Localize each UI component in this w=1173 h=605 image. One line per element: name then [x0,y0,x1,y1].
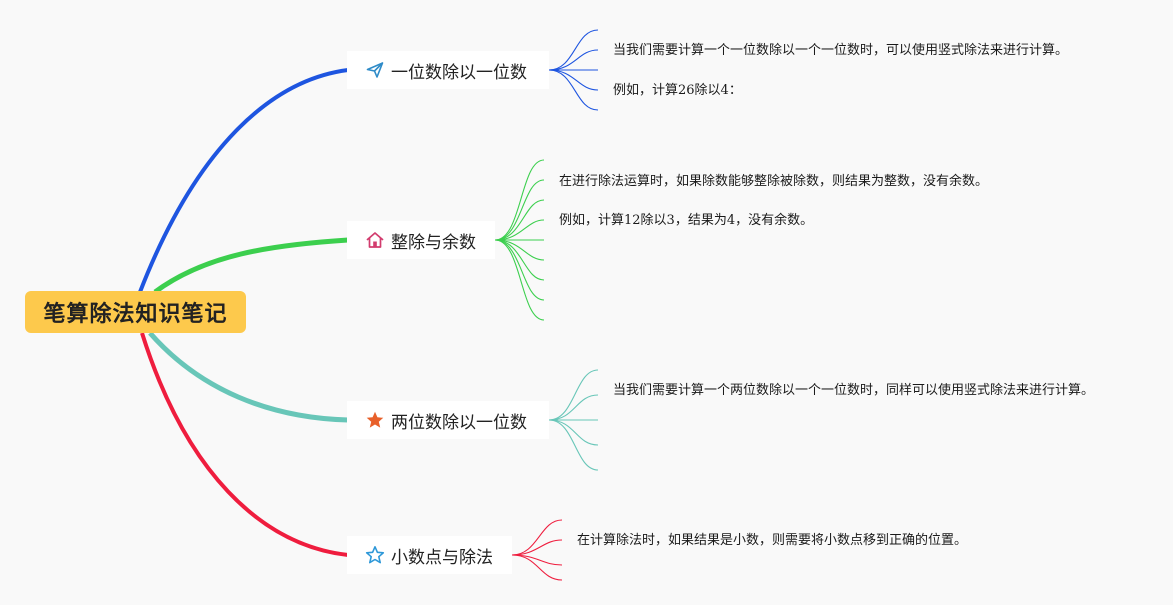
fan-lines-2 [494,159,545,321]
topic-label: 整除与余数 [391,232,476,253]
branch-line-2 [153,237,349,295]
branch-line-1 [138,68,349,293]
topic-label: 两位数除以一位数 [391,412,527,433]
fan-lines-3 [548,369,599,471]
fan-lines-1 [548,29,599,111]
topic-label: 一位数除以一位数 [391,62,527,83]
topic-two-digit-division[interactable]: 两位数除以一位数 [347,401,549,439]
branch-line-3 [148,331,349,423]
star-filled-icon [365,410,385,430]
topic-label: 小数点与除法 [391,547,493,568]
topic-one-digit-division[interactable]: 一位数除以一位数 [347,51,549,89]
note-text: 在计算除法时，如果结果是小数，则需要将小数点移到正确的位置。 [577,533,968,548]
note-text: 例如，计算12除以3，结果为4，没有余数。 [559,213,814,228]
root-topic-label: 笔算除法知识笔记 [43,302,228,327]
root-topic[interactable]: 笔算除法知识笔记 [25,291,246,333]
branch-line-4 [140,332,349,557]
topic-decimal-point-division[interactable]: 小数点与除法 [347,536,512,574]
topic-divisibility-remainder[interactable]: 整除与余数 [347,221,495,259]
paper-plane-icon [365,60,385,80]
fan-lines-4 [511,519,563,581]
house-icon [365,230,385,250]
note-text: 在进行除法运算时，如果除数能够整除被除数，则结果为整数，没有余数。 [559,174,989,189]
note-text: 当我们需要计算一个一位数除以一个一位数时，可以使用竖式除法来进行计算。 [613,43,1069,58]
note-text: 例如，计算26除以4： [613,83,742,98]
star-outline-icon [365,545,385,565]
note-text: 当我们需要计算一个两位数除以一个一位数时，同样可以使用竖式除法来进行计算。 [613,383,1095,398]
